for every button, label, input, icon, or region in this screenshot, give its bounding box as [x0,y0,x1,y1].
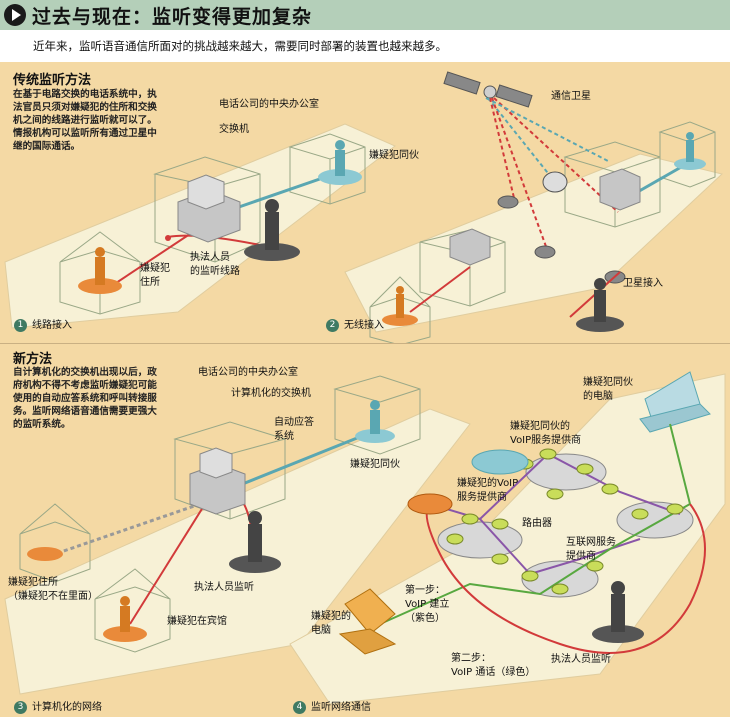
accomplice-figure-2 [674,132,706,170]
suspect-hotel-figure [103,596,147,642]
label-satellite-access: 卫星接入 [623,278,663,289]
agent-figure [244,199,300,261]
new-method-heading: 新方法 [13,352,53,367]
label-satellite: 通信卫星 [551,91,591,102]
line-to-hotel [129,503,206,625]
subtitle-bar: 近年来，监听语音通信所面对的挑战越来越大，需要同时部署的装置也越来越多。 [0,30,730,62]
suspect-figure [78,247,122,294]
label-accomplice: 嫌疑犯同伙 [369,150,419,161]
new-method-description: 自计算机化的交换机出现以后，政 府机构不得不考虑监听嫌疑犯可能 使用的自动应答系… [13,367,157,430]
wireless-line-1 [409,266,471,313]
routers [446,448,684,595]
page-subtitle: 近年来，监听语音通信所面对的挑战越来越大，需要同时部署的装置也越来越多。 [33,39,447,53]
accomplice-voip-node [471,449,529,475]
new-method-section: 新方法 自计算机化的交换机出现以后，政 府机构不得不考虑监听嫌疑犯可能 使用的自… [0,344,730,717]
label-suspect-home: 嫌疑犯 住所 [140,263,170,288]
label-router: 路由器 [522,518,552,529]
new-method-illustration [4,371,726,705]
accomplice-figure-3 [355,400,395,443]
agent-figure-4 [592,581,644,643]
line-to-accomplice-3 [229,430,373,491]
traditional-heading: 传统监听方法 [13,73,92,88]
satellite-icon [443,71,533,108]
label-step1: 第一步： VoIP 建立 （紫色） [405,585,450,624]
provider-rings [437,453,694,598]
play-arrow-icon [4,4,26,26]
suspect-voip-node [407,493,453,515]
label-monitor: 执法人员监听 [194,582,254,593]
label-suspect-hotel: 嫌疑犯在宾馆 [167,616,227,627]
label-internet-provider: 互联网服务 提供商 [566,537,616,562]
label-central-office: 电话公司的中央办公室 [219,99,319,110]
label-suspect-voip: 嫌疑犯的VoIP 服务提供商 [457,478,519,503]
voip-call-path [379,503,691,625]
accomplice-figure [318,140,362,185]
accomplice-link [669,423,691,505]
label-accomplice-2: 嫌疑犯同伙 [350,459,400,470]
label-computer-switch: 计算机化的交换机 [231,388,311,399]
page-title: 过去与现在：监听变得更加复杂 [32,6,313,28]
suspect-laptop-icon [338,588,397,655]
label-central-office-2: 电话公司的中央办公室 [198,367,298,378]
label-suspect-home-absent: 嫌疑犯住所 （嫌疑犯不在里面） [8,577,98,602]
agent-figure-2 [576,278,624,332]
accomplice-laptop-icon [639,371,711,433]
traditional-illustration [4,71,724,343]
section-divider [0,343,730,344]
label-step2: 第二步： VoIP 通话（绿色） [451,653,536,678]
forward-line [54,502,201,556]
home-platform [27,547,63,561]
label-monitor-2: 执法人员监听 [551,654,611,665]
label-switch: 交换机 [219,124,249,135]
monitor-loop [425,503,706,654]
label-accomplice-voip: 嫌疑犯同伙的 VoIP服务提供商 [510,421,582,446]
label-accomplice-computer: 嫌疑犯同伙 的电脑 [583,377,633,402]
switch-building [177,174,241,243]
label-suspect-computer: 嫌疑犯的 电脑 [311,611,351,636]
traditional-section: 传统监听方法 在基于电路交换的电话系统中，执 法官员只须对嫌疑犯的住所和交换 机… [0,62,730,343]
agent-figure-3 [229,511,281,573]
computer-switch-building [189,447,246,515]
label-auto-answer: 自动应答 系统 [274,417,314,442]
satellite-beams [485,97,619,253]
label-tap-line: 执法人员 的监听线路 [190,252,240,277]
title-bar: 过去与现在：监听变得更加复杂 [0,0,730,31]
traditional-description: 在基于电路交换的电话系统中，执 法官员只须对嫌疑犯的住所和交换 机之间的线路进行… [13,89,157,152]
suspect-figure-2 [382,286,418,326]
